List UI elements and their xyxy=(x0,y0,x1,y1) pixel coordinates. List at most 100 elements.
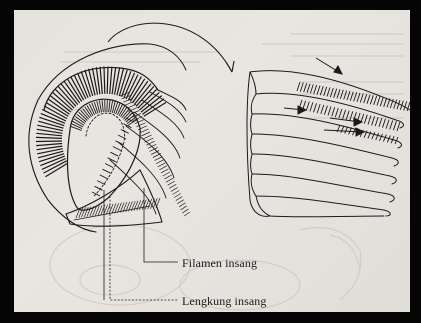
hatch-stroke xyxy=(380,97,383,106)
hatch-stroke xyxy=(127,104,137,108)
hatch-stroke xyxy=(70,126,81,130)
hatch-stroke xyxy=(156,160,164,164)
hatch-stroke xyxy=(116,103,121,114)
hatch-stroke xyxy=(158,163,166,167)
hatch-stroke xyxy=(36,141,62,142)
hatch-stroke xyxy=(177,200,183,204)
hatch-stroke xyxy=(163,172,170,176)
hatch-stroke xyxy=(341,126,344,133)
hatch-stroke xyxy=(155,157,163,161)
hatch-stroke xyxy=(67,79,81,102)
hatch-stroke xyxy=(386,120,389,129)
hatch-stroke xyxy=(350,92,353,101)
hatch-stroke xyxy=(394,100,397,109)
hatch-stroke xyxy=(317,86,320,95)
hatch-stroke xyxy=(111,101,113,113)
hatch-stroke xyxy=(330,88,333,97)
hatch-stroke xyxy=(390,120,393,129)
hatch-stroke xyxy=(367,95,370,104)
hatch-stroke xyxy=(105,164,113,168)
hatch-stroke xyxy=(345,127,348,134)
hatch-stroke xyxy=(179,203,185,207)
hatch-stroke xyxy=(364,94,367,103)
hatch-stroke xyxy=(304,83,307,92)
hatch-stroke xyxy=(148,144,156,148)
hatch-stroke xyxy=(36,133,62,136)
hatch-stroke xyxy=(184,212,190,216)
hatch-stroke xyxy=(344,91,347,100)
hatch-stroke xyxy=(397,122,400,131)
hatch-stroke xyxy=(310,84,313,93)
hatch-stroke xyxy=(125,101,135,105)
hatch-stroke xyxy=(327,88,330,97)
hatch-stroke xyxy=(370,95,373,104)
lamellae-hatching xyxy=(297,82,410,144)
hatch-stroke xyxy=(332,107,335,116)
hatch-stroke xyxy=(314,103,317,112)
hatch-stroke xyxy=(379,118,382,127)
hatch-stroke xyxy=(377,97,380,106)
hatch-stroke xyxy=(173,191,180,195)
hatch-stroke xyxy=(110,67,112,94)
hatch-stroke xyxy=(310,102,313,111)
hatch-stroke xyxy=(169,184,176,188)
hatch-stroke xyxy=(317,104,320,113)
hatch-stroke xyxy=(314,85,317,94)
hatch-stroke xyxy=(161,169,169,173)
hatch-stroke xyxy=(328,107,331,116)
hatch-stroke xyxy=(143,135,152,139)
hatch-stroke xyxy=(121,129,129,133)
hatch-stroke xyxy=(404,101,407,110)
hatch-stroke xyxy=(335,108,338,117)
hatch-stroke xyxy=(100,175,108,179)
hatch-stroke xyxy=(376,133,379,140)
hatch-stroke xyxy=(116,141,124,145)
hatch-stroke xyxy=(360,94,363,103)
hatch-stroke xyxy=(136,123,145,127)
hatch-stroke xyxy=(103,169,111,173)
hatch-stroke xyxy=(372,132,375,139)
hatch-stroke xyxy=(97,181,105,185)
hatch-stroke xyxy=(71,124,82,129)
hatch-stroke xyxy=(36,137,62,138)
label-lengkung-insang: Lengkung insang xyxy=(182,294,267,309)
hatch-stroke xyxy=(104,67,105,94)
hatch-stroke xyxy=(171,187,178,191)
hatch-stroke xyxy=(48,99,70,114)
gill-filaments-hatching xyxy=(36,67,166,177)
hatch-stroke xyxy=(118,135,126,139)
hatch-stroke xyxy=(321,105,324,114)
hatch-stroke xyxy=(100,67,102,94)
hatch-stroke xyxy=(110,152,118,156)
hatch-stroke xyxy=(324,106,327,115)
hatch-stroke xyxy=(306,102,309,111)
hatch-stroke xyxy=(384,98,387,107)
label-filamen-insang: Filamen insang xyxy=(182,256,257,271)
hatch-stroke xyxy=(107,67,108,94)
hatch-stroke xyxy=(36,144,62,146)
hatch-stroke xyxy=(182,209,188,213)
hatch-stroke xyxy=(38,151,63,158)
hatch-stroke xyxy=(143,99,165,114)
hatch-stroke xyxy=(166,178,173,182)
zoom-arrow xyxy=(108,23,234,72)
hatch-stroke xyxy=(145,138,154,142)
gill-rakers-hatching xyxy=(70,100,138,196)
hatch-stroke xyxy=(181,206,187,210)
hatch-stroke xyxy=(92,103,97,114)
hatch-stroke xyxy=(364,115,367,124)
hatch-stroke xyxy=(102,100,103,112)
hatch-stroke xyxy=(347,91,350,100)
hatch-stroke xyxy=(368,116,371,125)
hatch-stroke xyxy=(339,109,342,118)
hatch-stroke xyxy=(307,84,310,93)
hatch-stroke xyxy=(374,96,377,105)
hatch-stroke xyxy=(380,134,383,141)
hatch-stroke xyxy=(113,147,121,151)
hatch-stroke xyxy=(164,175,171,179)
hatch-stroke xyxy=(334,89,337,98)
hatch-stroke xyxy=(174,194,181,198)
hatch-stroke xyxy=(159,166,167,170)
hatch-stroke xyxy=(300,83,303,92)
